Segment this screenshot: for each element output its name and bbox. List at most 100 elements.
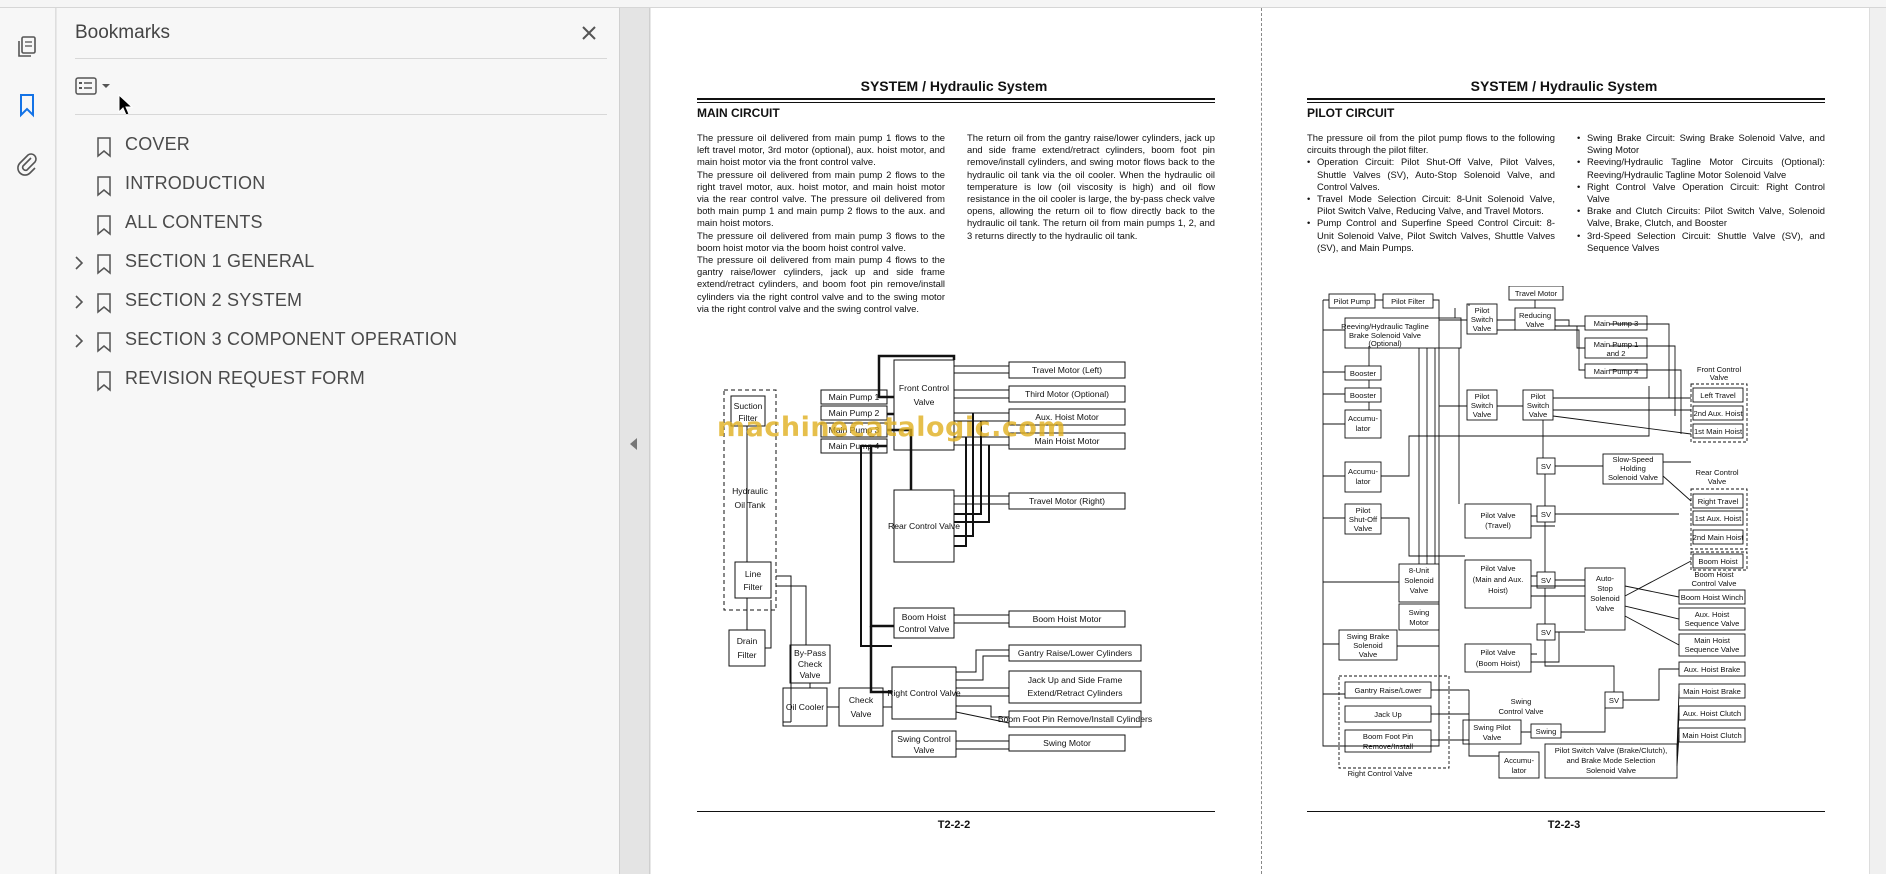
label: Front Control <box>1697 365 1742 374</box>
bullet-item: Brake and Clutch Circuits: Pilot Switch … <box>1577 205 1825 229</box>
bookmark-item[interactable]: COVER <box>57 126 620 165</box>
text-column-2: The return oil from the gantry raise/low… <box>967 132 1215 242</box>
bookmarks-panel: Bookmarks COVER INTRODUCTION ALL CONTENTS S… <box>57 8 620 874</box>
line-filter-label: Filter <box>743 582 762 592</box>
sv-label: SV <box>1609 696 1620 705</box>
chevron-right-icon[interactable] <box>72 293 86 311</box>
bullet-item: 3rd-Speed Selection Circuit: Shuttle Val… <box>1577 230 1825 254</box>
bookmark-item[interactable]: ALL CONTENTS <box>57 204 620 243</box>
bookmark-item[interactable]: SECTION 3 COMPONENT OPERATION <box>57 321 620 360</box>
label: Motor <box>1409 618 1429 627</box>
label: Pilot Switch Valve (Brake/Clutch), <box>1555 746 1668 755</box>
output-label: Extend/Retract Cylinders <box>1027 688 1122 698</box>
tank-dashed-box <box>723 389 777 611</box>
list-options-icon <box>75 77 97 95</box>
pilot-circuit-diagram: Pilot Pump Pilot Filter Travel Motor Ree… <box>1322 286 1748 779</box>
divider <box>75 58 607 59</box>
output-label: Gantry Raise/Lower Cylinders <box>1018 648 1132 658</box>
front-cv-label: Valve <box>914 397 935 407</box>
label: and 2 <box>1606 349 1625 358</box>
output-box <box>1008 492 1126 510</box>
bullet-item: Swing Brake Circuit: Swing Brake Solenoi… <box>1577 132 1825 156</box>
output-box <box>1008 710 1142 728</box>
page-number: T2-2-2 <box>937 819 971 831</box>
label: Solenoid Valve <box>1586 766 1636 775</box>
rear-control-valve-box <box>893 489 955 563</box>
label: Swing Brake <box>1347 632 1390 641</box>
bookmark-options-button[interactable] <box>75 70 123 102</box>
label: Reeving/Hydraulic Tagline <box>1341 322 1429 331</box>
drain-filter-label: Drain <box>737 636 758 646</box>
attachments-icon[interactable] <box>10 146 44 180</box>
collapse-panel-arrow-icon[interactable] <box>630 438 637 450</box>
check-valve-label: Valve <box>851 709 872 719</box>
bookmark-item[interactable]: SECTION 1 GENERAL <box>57 243 620 282</box>
label: Main Pump 1 <box>1594 340 1639 349</box>
title-rule <box>697 98 1215 100</box>
label: Right Travel <box>1698 497 1739 506</box>
label: Control Valve <box>1691 579 1736 588</box>
output-label: Main Hoist Motor <box>1035 436 1100 446</box>
bypass-label: Valve <box>800 670 821 680</box>
label: Solenoid <box>1404 576 1434 585</box>
label: Brake Solenoid Valve <box>1349 331 1421 340</box>
label: Solenoid Valve <box>1608 473 1658 482</box>
label: 2nd Main Hoist <box>1693 533 1745 542</box>
label: Pilot <box>1531 392 1547 401</box>
bookmark-item[interactable]: SECTION 2 SYSTEM <box>57 282 620 321</box>
label: Pilot <box>1475 392 1491 401</box>
label: Holding <box>1620 464 1646 473</box>
close-panel-button[interactable] <box>576 20 602 46</box>
cooler-label: Oil Cooler <box>786 702 824 712</box>
page-divider <box>1261 8 1262 874</box>
text-column-2: Swing Brake Circuit: Swing Brake Solenoi… <box>1577 132 1825 254</box>
label: Main Pump 3 <box>1594 319 1639 328</box>
label: Stop <box>1597 584 1613 593</box>
label: Hoist) <box>1488 586 1508 595</box>
label: Main Hoist Brake <box>1683 687 1741 696</box>
panel-title: Bookmarks <box>75 22 171 43</box>
label: Valve <box>1359 650 1377 659</box>
bookmark-item[interactable]: REVISION REQUEST FORM <box>57 360 620 399</box>
label: (Travel) <box>1485 521 1511 530</box>
label: Main Pump 4 <box>1594 367 1639 376</box>
output-box <box>1008 408 1126 426</box>
sv-label: SV <box>1541 576 1552 585</box>
panel-splitter[interactable] <box>620 8 650 874</box>
label: Slow-Speed <box>1613 455 1654 464</box>
label: Aux. Hoist Brake <box>1684 665 1741 674</box>
label: (Optional) <box>1368 339 1402 348</box>
bookmark-label: REVISION REQUEST FORM <box>125 368 365 388</box>
label: (Main and Aux. <box>1473 575 1524 584</box>
label: Swing <box>1536 727 1557 736</box>
line-filter-box <box>734 561 772 599</box>
page-t2-2-2: SYSTEM / Hydraulic System MAIN CIRCUIT T… <box>651 8 1215 868</box>
output-box <box>1008 385 1126 403</box>
label: Auto- <box>1596 574 1615 583</box>
page-thumbnails-icon[interactable] <box>10 30 44 64</box>
label: Jack Up <box>1374 710 1401 719</box>
front-control-valve-box <box>893 359 955 451</box>
document-view[interactable]: SYSTEM / Hydraulic System MAIN CIRCUIT T… <box>651 8 1869 874</box>
title-rule <box>1307 98 1825 100</box>
paragraph: The pressure oil delivered from main pum… <box>697 132 945 168</box>
bookmark-item[interactable]: INTRODUCTION <box>57 165 620 204</box>
label: Valve <box>1529 410 1547 419</box>
vertical-scrollbar[interactable] <box>1869 8 1886 874</box>
label: Valve <box>1410 586 1428 595</box>
label: Pilot Valve <box>1480 564 1515 573</box>
chevron-right-icon[interactable] <box>72 254 86 272</box>
label: Swing <box>1409 608 1430 617</box>
check-valve-box <box>838 687 884 727</box>
bookmark-panel-icon[interactable] <box>10 88 44 122</box>
divider <box>75 114 607 115</box>
bookmark-label: COVER <box>125 134 191 154</box>
bookmark-label: ALL CONTENTS <box>125 212 263 232</box>
label: lator <box>1356 424 1371 433</box>
rear-cv-label: Rear Control Valve <box>888 521 960 531</box>
top-toolbar-edge <box>0 0 1886 8</box>
title-rule <box>697 102 1215 103</box>
bullet-item: Reeving/Hydraulic Tagline Motor Circuits… <box>1577 156 1825 180</box>
chevron-right-icon[interactable] <box>72 332 86 350</box>
